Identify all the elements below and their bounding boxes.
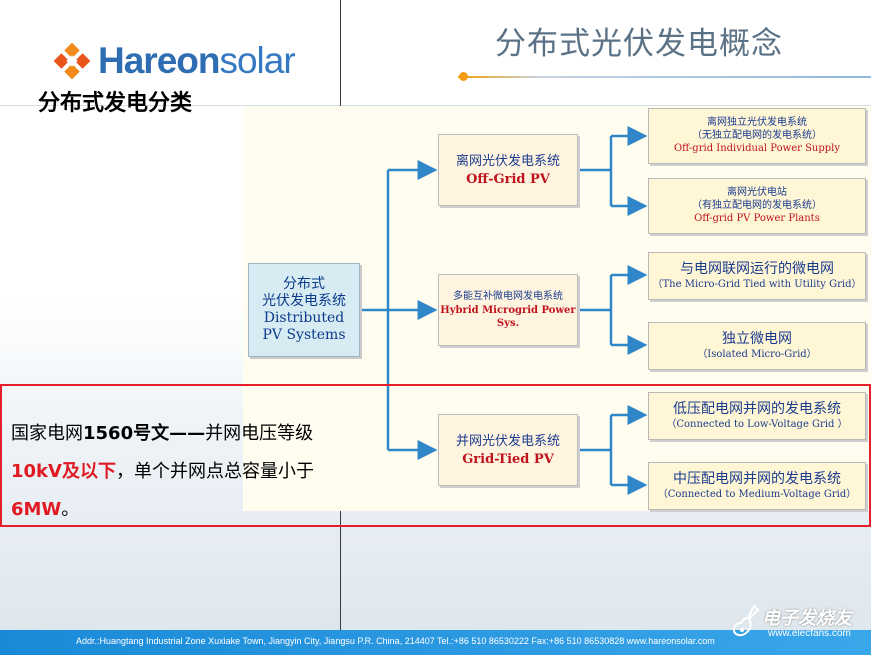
root-line-4: PV Systems [262, 327, 346, 343]
mid-hybrid-en-1: Hybrid Microgrid Power [440, 305, 576, 316]
logo-text-bold: Hareon [98, 40, 220, 81]
policy-note-frame [0, 384, 871, 527]
mid-hybrid-cn: 多能互补微电网发电系统 [453, 291, 563, 302]
mid-gridtied-box: 并网光伏发电系统 Grid-Tied PV [438, 414, 578, 486]
footer-address: Addr.:Huangtang Industrial Zone Xuxiake … [76, 636, 715, 646]
note-part-6: ，单个并网点总容量小于 [115, 461, 314, 482]
mid-offgrid-box: 离网光伏发电系统 Off-Grid PV [438, 134, 578, 206]
leaf-2-cn: 离网光伏电站 [727, 187, 787, 198]
note-part-1: 国家电网 [11, 423, 83, 444]
leaf-medium-voltage-box: 中压配电网并网的发电系统 （Connected to Medium-Voltag… [648, 462, 866, 510]
title-underline [458, 76, 871, 78]
title-dot [459, 72, 468, 81]
logo-wordmark: Hareonsolar [98, 40, 296, 82]
root-line-3: Distributed [263, 310, 345, 326]
root-distributed-pv-box: 分布式 光伏发电系统 Distributed PV Systems [248, 263, 360, 357]
leaf-tied-microgrid-box: 与电网联网运行的微电网 （The Micro-Grid Tied with Ut… [648, 252, 866, 300]
leaf-low-voltage-box: 低压配电网并网的发电系统 （Connected to Low-Voltage G… [648, 392, 866, 440]
note-part-4: 并网电压等级 [205, 423, 314, 444]
leaf-5-cn: 低压配电网并网的发电系统 [673, 401, 841, 417]
header-divider [0, 105, 871, 106]
mid-hybrid-en-2: Sys. [496, 318, 520, 329]
mid-hybrid-box: 多能互补微电网发电系统 Hybrid Microgrid Power Sys. [438, 274, 578, 346]
watermark-cn: 电子发烧友 [762, 608, 852, 628]
footer-bar: Addr.:Huangtang Industrial Zone Xuxiake … [0, 630, 871, 655]
mid-offgrid-en: Off-Grid PV [466, 171, 550, 187]
mid-gridtied-en: Grid-Tied PV [462, 451, 554, 467]
leaf-6-en: （Connected to Medium-Voltage Grid） [657, 489, 857, 500]
leaf-2-en: Off-grid PV Power Plants [694, 213, 820, 224]
slide-title: 分布式光伏发电概念 [495, 26, 783, 62]
note-part-2: 1560 [83, 423, 134, 444]
leaf-1-en: Off-grid Individual Power Supply [673, 143, 841, 154]
diagram-connectors [360, 126, 648, 495]
leaf-4-en: （Isolated Micro-Grid） [697, 349, 817, 360]
logo-diamond-icon [53, 42, 91, 80]
leaf-6-cn: 中压配电网并网的发电系统 [673, 471, 841, 487]
watermark-url: www.elecfans.com [768, 628, 851, 639]
leaf-3-en: （The Micro-Grid Tied with Utility Grid） [652, 279, 862, 290]
section-subtitle: 分布式发电分类 [38, 91, 193, 116]
root-line-2: 光伏发电系统 [262, 293, 346, 309]
mid-gridtied-cn: 并网光伏发电系统 [455, 433, 560, 449]
leaf-offgrid-plant-box: 离网光伏电站 （有独立配电网的发电系统） Off-grid PV Power P… [648, 178, 866, 234]
guitar-icon [732, 604, 760, 637]
leaf-4-cn: 独立微电网 [722, 331, 792, 347]
note-part-7: 6MW [11, 499, 62, 520]
leaf-1-sub: （无独立配电网的发电系统） [692, 130, 822, 141]
leaf-3-cn: 与电网联网运行的微电网 [680, 261, 834, 277]
note-part-5: 10kV及以下 [11, 461, 116, 482]
note-part-3: 号文—— [133, 423, 206, 444]
leaf-2-sub: （有独立配电网的发电系统） [692, 200, 822, 211]
classification-diagram: 分布式 光伏发电系统 Distributed PV Systems 离网光伏发电… [243, 106, 871, 511]
leaf-offgrid-individual-box: 离网独立光伏发电系统 （无独立配电网的发电系统） Off-grid Indivi… [648, 108, 866, 164]
policy-note-text: 国家电网1560号文——并网电压等级 10kV及以下，单个并网点总容量小于 6MW。 [11, 415, 381, 529]
note-part-8: 。 [61, 499, 80, 520]
leaf-1-cn: 离网独立光伏发电系统 [707, 117, 807, 128]
leaf-isolated-microgrid-box: 独立微电网 （Isolated Micro-Grid） [648, 322, 866, 370]
leaf-5-en: （Connected to Low-Voltage Grid ） [666, 419, 848, 430]
root-line-1: 分布式 [283, 276, 325, 292]
logo-text-light: solar [219, 40, 295, 81]
mid-offgrid-cn: 离网光伏发电系统 [455, 153, 560, 169]
hareon-logo: Hareonsolar [52, 40, 296, 82]
